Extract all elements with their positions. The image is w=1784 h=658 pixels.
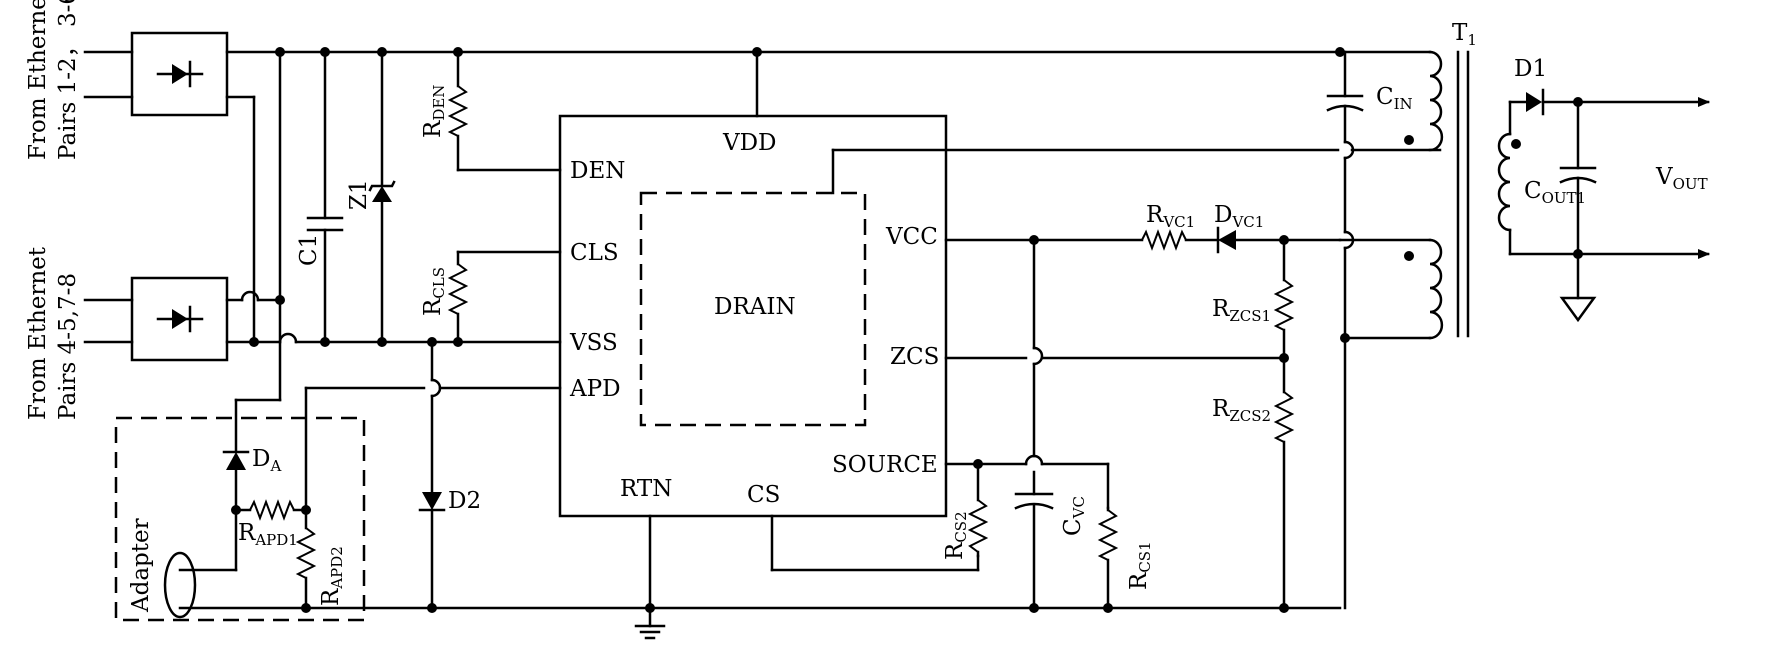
transformer-t1-secondary (1497, 100, 1704, 256)
pin-den: DEN (570, 158, 625, 184)
transformer-t1-aux (1338, 238, 1444, 340)
resistor-rapd2 (295, 508, 317, 610)
input-label-pairs-a-line2: Pairs 1-2， 3-6 (55, 0, 81, 160)
label-d2: D2 (448, 488, 481, 514)
label-z1: Z1 (346, 179, 372, 210)
label-rapd2: RAPD2 (318, 546, 346, 606)
zener-z1 (368, 50, 396, 344)
resistor-rzcs1 (1273, 238, 1295, 360)
label-rcs1: RCS1 (1126, 541, 1154, 590)
label-adapter: Adapter (128, 518, 154, 613)
label-rvc1: RVC1 (1146, 202, 1195, 231)
resistor-rcls (447, 250, 562, 344)
label-rzcs2: RZCS2 (1212, 396, 1271, 425)
capacitor-cin (1326, 50, 1364, 610)
ic-drain-region (639, 191, 867, 427)
label-vout: VOUT (1655, 164, 1708, 193)
wire-apd (304, 386, 562, 512)
resistor-rden (447, 50, 562, 172)
pin-cs: CS (747, 482, 780, 508)
label-cin: CIN (1376, 84, 1413, 113)
wire-rtn-ground (634, 514, 666, 640)
bridge-rectifier-top (130, 31, 229, 117)
label-cvc: CVC (1060, 496, 1088, 536)
label-rcls: RCLS (420, 267, 448, 316)
label-rzcs1: RZCS1 (1212, 296, 1271, 325)
label-dvc1: DVC1 (1214, 202, 1264, 231)
resistor-rapd1 (234, 499, 308, 521)
input-leads (83, 50, 134, 344)
ic-body (558, 114, 948, 518)
pin-cls: CLS (570, 240, 619, 266)
input-label-pairs-b-line1: From Ethernet (25, 246, 51, 420)
junction-dots (231, 47, 1583, 613)
label-rden: RDEN (420, 85, 448, 138)
wire-drain (831, 148, 1442, 195)
resistor-rcs1 (1097, 506, 1119, 610)
input-label-pairs-a-line1: From Ethernet (25, 0, 51, 160)
pin-rtn: RTN (620, 476, 672, 502)
transformer-t1-core (1456, 50, 1470, 338)
capacitor-cvc (1014, 238, 1054, 610)
pin-apd: APD (569, 376, 621, 402)
pin-source: SOURCE (832, 452, 938, 478)
label-d1: D1 (1514, 56, 1547, 82)
wire-vdd-rail (225, 50, 1342, 118)
wire-source (944, 454, 1110, 510)
output-arrows (1698, 97, 1710, 259)
capacitor-cout1 (1559, 100, 1597, 300)
bridge-rectifier-bottom (130, 276, 229, 362)
transformer-t1-primary (1338, 50, 1444, 152)
resistor-rcs2 (967, 462, 989, 558)
pin-zcs: ZCS (890, 344, 939, 370)
diode-d2 (418, 340, 446, 610)
diode-d1 (1526, 88, 1704, 116)
resistor-rzcs2 (1273, 356, 1295, 610)
pin-vss: VSS (569, 330, 618, 356)
pin-vdd: VDD (722, 130, 777, 156)
pin-vcc: VCC (885, 224, 938, 250)
label-rcs2: RCS2 (942, 511, 970, 560)
wire-bridge-interconnect (225, 50, 298, 402)
adapter-connector (163, 551, 1342, 619)
capacitor-c1 (306, 50, 344, 344)
label-t1: T1 (1452, 20, 1477, 49)
resistor-rvc1 (1141, 229, 1220, 251)
label-da: DA (252, 446, 281, 475)
wire-cs (770, 514, 980, 572)
ic-drain-label: DRAIN (714, 294, 796, 320)
label-rapd1: RAPD1 (238, 520, 298, 549)
label-cout1: COUT1 (1524, 178, 1586, 207)
output-ground (1559, 296, 1597, 323)
input-label-pairs-b-line2: Pairs 4-5,7-8 (55, 273, 81, 420)
diode-da (222, 398, 282, 572)
label-c1: C1 (296, 234, 322, 266)
